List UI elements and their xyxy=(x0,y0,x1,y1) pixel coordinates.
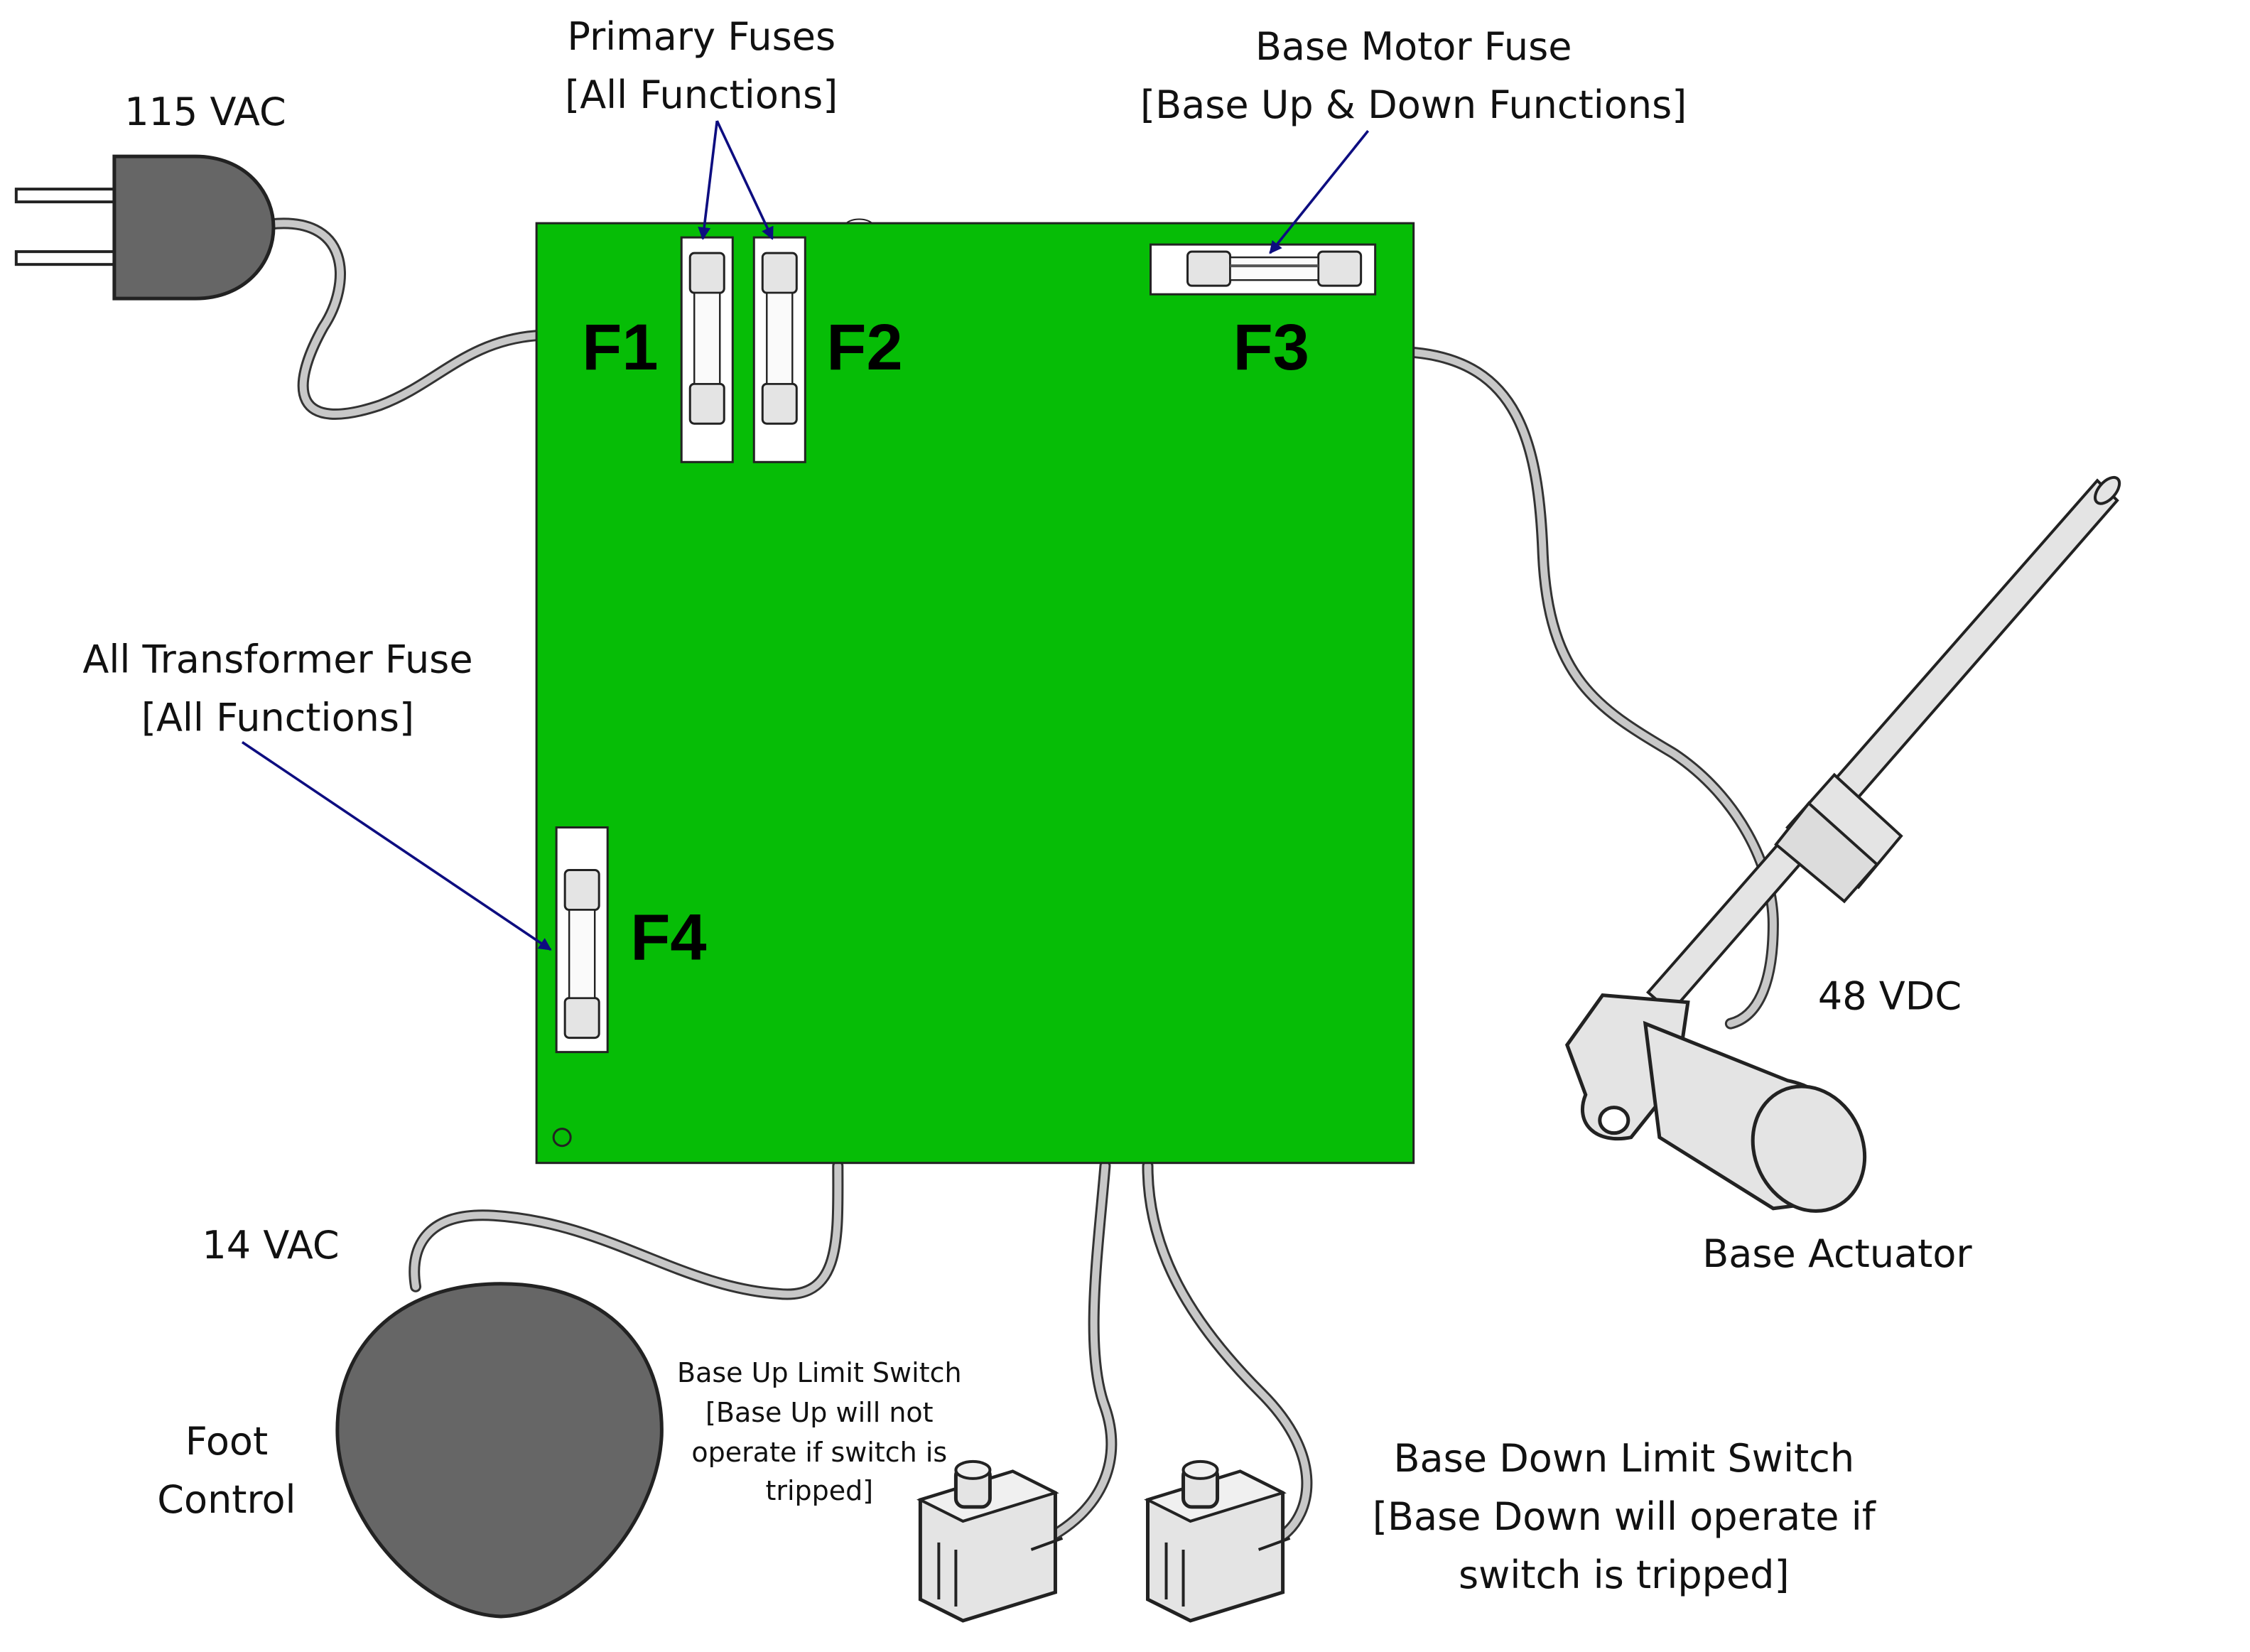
callout-arrows xyxy=(241,120,1370,951)
cables xyxy=(260,217,1779,1544)
down-switch-label-line1: Base Down Limit Switch xyxy=(1394,1436,1855,1481)
motor-voltage-label: 48 VDC xyxy=(1818,974,1962,1019)
up-limit-switch-icon xyxy=(916,1459,1064,1623)
fuse-f3-label: F3 xyxy=(1233,311,1309,384)
primary-fuses-subtitle: [All Functions] xyxy=(565,72,838,117)
down-switch-label-line3: switch is tripped] xyxy=(1459,1553,1789,1597)
fuse-f4-icon xyxy=(555,826,609,1054)
transformer-fuse-subtitle: [All Functions] xyxy=(141,695,414,740)
base-actuator-label: Base Actuator xyxy=(1702,1231,1972,1276)
base-actuator-icon xyxy=(1564,475,2121,1213)
up-switch-label-line1: Base Up Limit Switch xyxy=(677,1357,962,1388)
fuse-f1-icon xyxy=(680,236,734,463)
ac-power-cable xyxy=(260,217,543,420)
up-switch-label-line3: operate if switch is xyxy=(691,1437,947,1468)
arrow-to-f2 xyxy=(715,120,774,240)
actuator-cable xyxy=(1409,347,1779,1030)
mounting-hole xyxy=(552,1128,572,1148)
ac-input-label: 115 VAC xyxy=(124,90,286,134)
down-switch-label-line2: [Base Down will operate if xyxy=(1373,1494,1877,1539)
foot-voltage-label: 14 VAC xyxy=(202,1223,339,1268)
base-motor-fuse-subtitle: [Base Up & Down Functions] xyxy=(1140,82,1687,127)
ac-plug-icon xyxy=(14,154,276,301)
fuse-f3-icon xyxy=(1150,243,1377,296)
arrow-to-f4 xyxy=(241,740,552,951)
foot-control-icon xyxy=(335,1282,664,1619)
foot-control-label-line1: Foot xyxy=(185,1419,268,1464)
down-limit-switch-icon xyxy=(1144,1459,1291,1623)
up-switch-label-line4: tripped] xyxy=(765,1475,873,1506)
base-motor-fuse-title: Base Motor Fuse xyxy=(1255,24,1572,69)
primary-fuses-title: Primary Fuses xyxy=(567,14,835,59)
foot-control-cable xyxy=(409,1160,844,1300)
up-switch-cable xyxy=(1042,1160,1118,1544)
foot-control-label-line2: Control xyxy=(157,1477,296,1522)
transformer-fuse-title: All Transformer Fuse xyxy=(82,637,472,681)
fuse-f4-label: F4 xyxy=(630,901,706,974)
fuse-f2-label: F2 xyxy=(826,311,902,384)
fuse-f1-label: F1 xyxy=(582,311,658,384)
fuse-f2-icon xyxy=(752,236,806,463)
up-switch-label-line2: [Base Up will not xyxy=(705,1397,934,1428)
arrow-to-f3 xyxy=(1269,129,1370,254)
arrow-to-f1 xyxy=(698,120,719,240)
down-switch-cable xyxy=(1142,1160,1313,1541)
